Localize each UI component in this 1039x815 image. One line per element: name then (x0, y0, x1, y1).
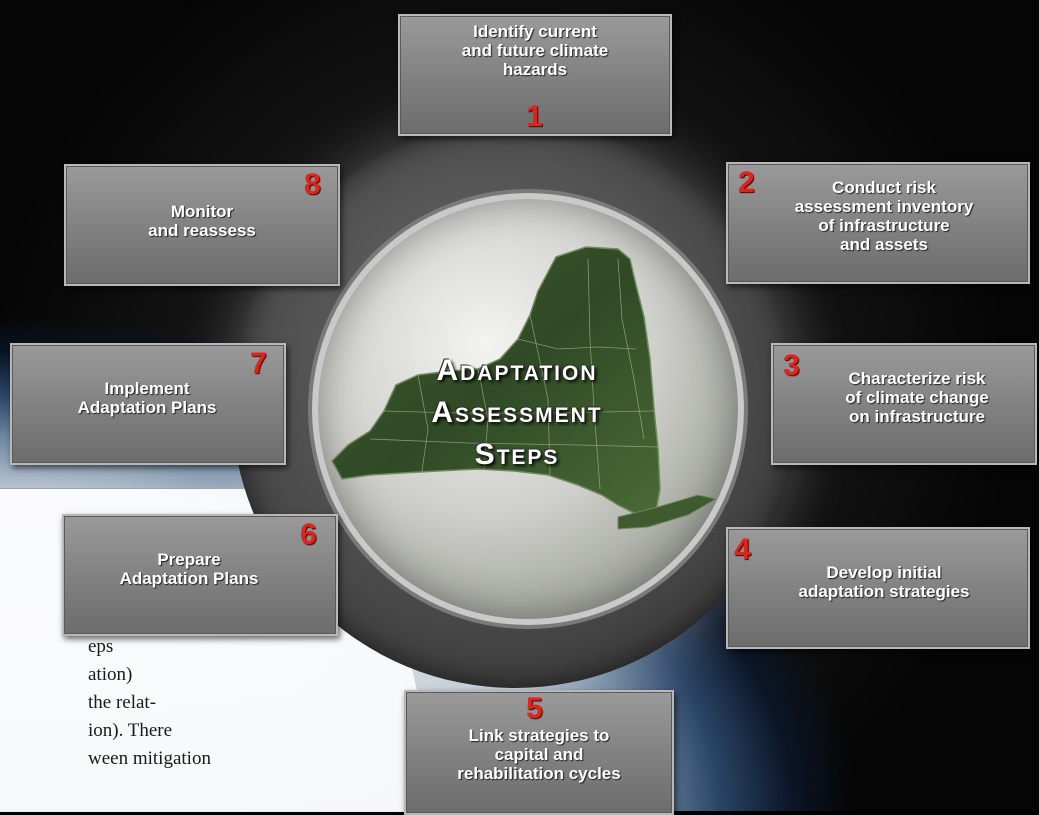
step-5-number: 5 (526, 692, 543, 725)
step-2-line: Conduct risk (832, 178, 936, 197)
step-1-box: Identify current and future climate haza… (398, 14, 672, 136)
new-york-state-map (331, 246, 718, 530)
step-7-line: Adaptation Plans (77, 398, 217, 417)
step-4-line: adaptation strategies (798, 582, 970, 601)
step-2-line: and assets (840, 235, 928, 254)
overlay-line: ion). There (88, 720, 173, 741)
step-3-line: of climate change (845, 388, 989, 407)
step-2-number: 2 (738, 166, 755, 199)
step-5-line: capital and (494, 745, 584, 764)
overlay-line: ween mitigation (88, 748, 211, 769)
step-8-number: 8 (304, 168, 321, 201)
overlay-line: eps (88, 636, 114, 657)
step-3-line: Characterize risk (848, 369, 986, 388)
step-1-line: hazards (502, 60, 568, 79)
step-6-box: 6 Prepare Adaptation Plans (62, 514, 338, 636)
step-2-box: 2 Conduct risk assessment inventory of i… (726, 162, 1030, 284)
title-line: Steps (474, 438, 560, 471)
step-8-box: 8 Monitor and reassess (64, 164, 340, 286)
overlapping-document-text: and eps ation) the relat- ion). There we… (0, 605, 211, 773)
center-disc (312, 193, 744, 625)
step-1-line: Identify current (473, 22, 597, 41)
step-5-line: rehabilitation cycles (457, 764, 621, 783)
step-6-line: Adaptation Plans (119, 569, 259, 588)
step-4-number: 4 (734, 533, 751, 566)
step-5-box: 5 Link strategies to capital and rehabil… (404, 690, 674, 815)
step-1-number: 1 (526, 100, 543, 133)
overlay-line: the relat- (88, 692, 157, 713)
step-3-line: on infrastructure (848, 407, 986, 426)
step-2-line: of infrastructure (818, 216, 950, 235)
diagram-title: Adaptation Assessment Steps (352, 350, 682, 476)
overlay-line: ation) (88, 664, 133, 685)
step-2-line: assessment inventory (794, 197, 974, 216)
step-7-line: Implement (104, 379, 190, 398)
step-7-box: 7 Implement Adaptation Plans (10, 343, 286, 465)
title-line: Adaptation (436, 354, 598, 387)
title-line: Assessment (431, 396, 603, 429)
step-5-line: Link strategies to (468, 726, 610, 745)
step-4-line: Develop initial (826, 563, 942, 582)
step-7-number: 7 (250, 347, 267, 380)
step-8-line: Monitor (170, 202, 234, 221)
step-6-number: 6 (300, 518, 317, 551)
step-4-box: 4 Develop initial adaptation strategies (726, 527, 1030, 649)
step-1-line: and future climate (461, 41, 609, 60)
step-6-line: Prepare (157, 550, 221, 569)
step-3-box: 3 Characterize risk of climate change on… (771, 343, 1037, 465)
step-8-line: and reassess (148, 221, 256, 240)
step-3-number: 3 (783, 349, 800, 382)
